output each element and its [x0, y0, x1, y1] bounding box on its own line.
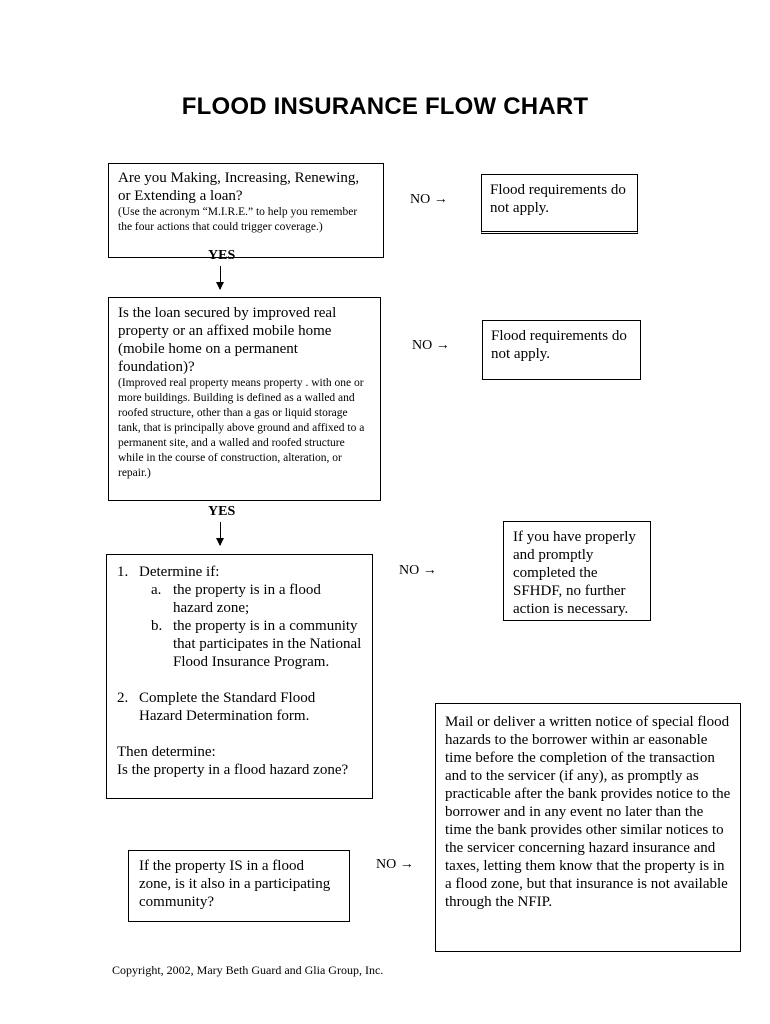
- no-result-3-box: If you have properly and promptly comple…: [503, 521, 651, 621]
- step-1b: b. the property is in a community that p…: [117, 617, 362, 671]
- step-1-text: Determine if:: [139, 564, 220, 580]
- mire-question: Are you Making, Increasing, Renewing, or…: [118, 170, 360, 204]
- step-1b-text: the property is in a community that part…: [173, 618, 362, 670]
- yes-arrow-1: [216, 266, 224, 290]
- notice-text: Mail or deliver a written notice of spec…: [445, 714, 731, 910]
- step-1a-text: the property is in a flood hazard zone;: [173, 582, 321, 616]
- step-2: 2. Complete the Standard Flood Hazard De…: [117, 689, 362, 725]
- yes-arrow-2: [216, 522, 224, 546]
- secured-property-question-box: Is the loan secured by improved real pro…: [108, 297, 381, 501]
- no-result-2-box: Flood requirements do not apply.: [482, 320, 641, 380]
- step-2-text: Complete the Standard Flood Hazard Deter…: [139, 690, 316, 724]
- step-1a: a. the property is in a flood hazard zon…: [117, 581, 362, 617]
- step-1-number: 1.: [117, 564, 129, 580]
- no-label-2: NO →: [412, 338, 450, 353]
- no-label-4: NO →: [376, 857, 414, 872]
- yes-label-1: YES: [208, 248, 236, 263]
- no-result-1-box: Flood requirements do not apply.: [481, 174, 638, 234]
- no-label-3: NO →: [399, 563, 437, 578]
- mire-question-box: Are you Making, Increasing, Renewing, or…: [108, 163, 384, 258]
- determine-box: 1. Determine if: a. the property is in a…: [106, 554, 373, 799]
- no-result-2: Flood requirements do not apply.: [491, 328, 627, 362]
- participating-community-question: If the property IS in a flood zone, is i…: [139, 858, 331, 910]
- step-2-number: 2.: [117, 690, 129, 706]
- improved-property-note: (Improved real property means property .…: [118, 377, 365, 479]
- no-result-1: Flood requirements do not apply.: [490, 182, 626, 216]
- secured-property-question: Is the loan secured by improved real pro…: [118, 305, 337, 375]
- step-1a-letter: a.: [151, 582, 162, 598]
- step-1: 1. Determine if:: [117, 563, 362, 581]
- notice-box: Mail or deliver a written notice of spec…: [435, 703, 741, 952]
- yes-label-2: YES: [208, 504, 236, 519]
- copyright: Copyright, 2002, Mary Beth Guard and Gli…: [112, 963, 384, 977]
- chart-title: FLOOD INSURANCE FLOW CHART: [181, 93, 589, 120]
- mire-note: (Use the acronym “M.I.R.E.” to help you …: [118, 206, 358, 233]
- no-result-3: If you have properly and promptly comple…: [513, 529, 636, 617]
- participating-community-box: If the property IS in a flood zone, is i…: [128, 850, 350, 922]
- flood-zone-question: Is the property in a flood hazard zone?: [117, 762, 349, 778]
- step-1b-letter: b.: [151, 618, 163, 634]
- then-determine: Then determine:: [117, 744, 216, 760]
- no-label-1: NO →: [410, 192, 448, 207]
